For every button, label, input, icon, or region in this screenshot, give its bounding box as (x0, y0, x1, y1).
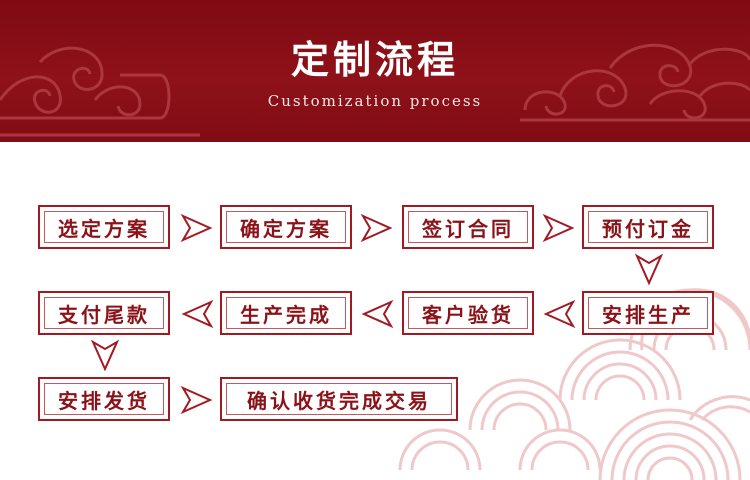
step-pay-balance: 支付尾款 (38, 291, 170, 335)
step-label: 客户验货 (422, 302, 514, 327)
cloud-pattern-icon (0, 43, 750, 137)
page-title: 定制流程 (290, 37, 459, 82)
arrow-right-icon (542, 213, 575, 243)
step-label: 确认收货完成交易 (247, 388, 431, 413)
step-confirm-receipt: 确认收货完成交易 (220, 377, 458, 421)
step-sign-contract: 签订合同 (402, 205, 534, 249)
arrow-left-icon (361, 299, 394, 329)
step-label: 生产完成 (240, 302, 332, 327)
arrow-down-icon (634, 253, 664, 286)
page-subtitle: Customization process (267, 92, 483, 110)
header-banner: 定制流程 Customization process (0, 0, 750, 142)
step-pay-deposit: 预付订金 (582, 205, 714, 249)
step-confirm-plan: 确定方案 (220, 205, 352, 249)
step-label: 安排发货 (58, 388, 150, 413)
arrow-left-icon (181, 299, 214, 329)
arrow-right-icon (180, 213, 213, 243)
step-label: 安排生产 (602, 302, 694, 327)
step-arrange-production: 安排生产 (582, 291, 714, 335)
arrow-right-icon (360, 213, 393, 243)
arrow-right-icon (180, 385, 213, 415)
step-label: 选定方案 (58, 216, 150, 241)
step-arrange-shipping: 安排发货 (38, 377, 170, 421)
step-customer-inspection: 客户验货 (402, 291, 534, 335)
step-label: 支付尾款 (58, 302, 150, 327)
step-label: 确定方案 (240, 216, 332, 241)
step-production-complete: 生产完成 (220, 291, 352, 335)
step-label: 预付订金 (602, 216, 694, 241)
arrow-left-icon (543, 299, 576, 329)
arrow-down-icon (90, 339, 120, 372)
step-select-plan: 选定方案 (38, 205, 170, 249)
step-label: 签订合同 (422, 216, 514, 241)
